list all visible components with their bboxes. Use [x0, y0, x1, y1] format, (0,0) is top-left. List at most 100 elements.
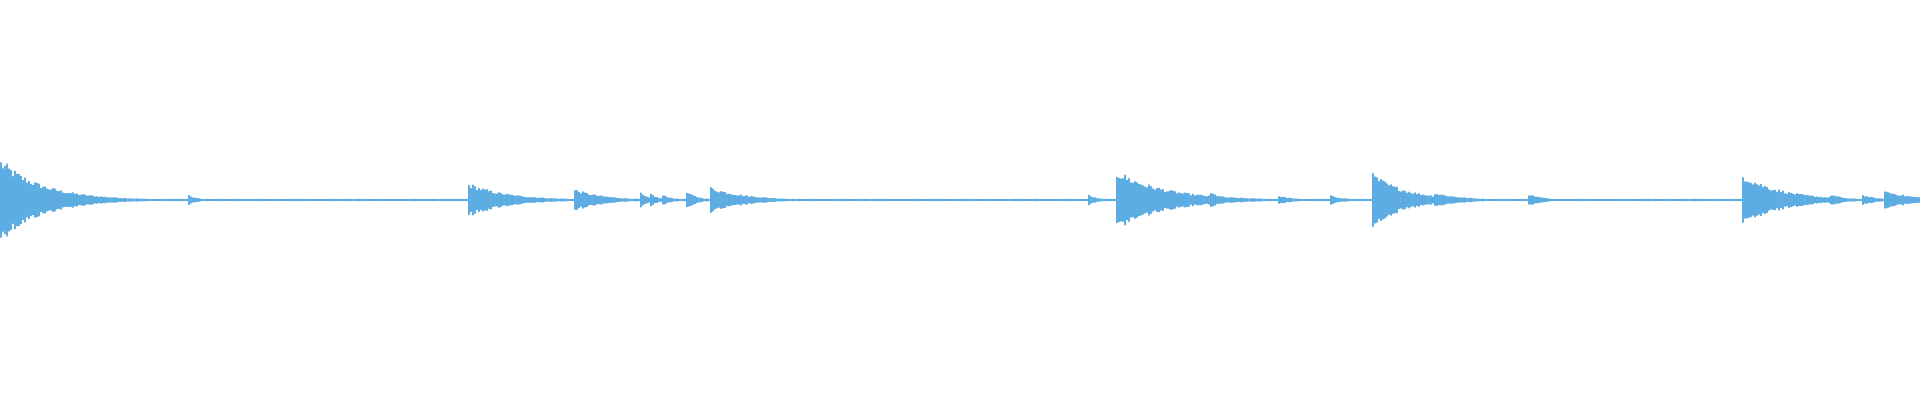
waveform-column: [1308, 199, 1310, 201]
waveform-column: [1064, 198, 1066, 202]
waveform-column: [72, 192, 74, 208]
waveform-column: [934, 198, 936, 202]
waveform-column: [1016, 198, 1018, 202]
waveform-column: [818, 199, 820, 201]
waveform-column: [820, 199, 822, 201]
waveform-column: [320, 199, 322, 201]
waveform-column: [48, 189, 50, 211]
waveform-column: [458, 198, 460, 202]
waveform-column: [674, 198, 676, 202]
waveform-column: [130, 198, 132, 202]
waveform-column: [456, 198, 458, 202]
waveform-column: [384, 198, 386, 202]
waveform-column: [50, 189, 52, 211]
waveform-column: [1248, 198, 1250, 202]
waveform-column: [1600, 198, 1602, 202]
waveform-column: [974, 199, 976, 201]
waveform-column: [1120, 178, 1122, 222]
waveform-column: [376, 198, 378, 202]
waveform-column: [1812, 195, 1814, 205]
waveform-column: [874, 198, 876, 202]
waveform-column: [1608, 199, 1610, 201]
waveform-column: [1592, 199, 1594, 201]
waveform-column: [222, 198, 224, 202]
waveform-column: [1756, 184, 1758, 216]
waveform-column: [374, 198, 376, 202]
waveform-column: [702, 198, 704, 202]
waveform-column: [1688, 199, 1690, 201]
waveform-column: [802, 199, 804, 201]
waveform-column: [534, 197, 536, 203]
waveform-column: [682, 199, 684, 201]
waveform-column: [1004, 199, 1006, 201]
waveform-column: [876, 198, 878, 202]
waveform-column: [660, 198, 662, 202]
waveform-column: [1552, 198, 1554, 202]
waveform-column: [282, 199, 284, 201]
waveform-column: [872, 198, 874, 202]
waveform-column: [152, 198, 154, 202]
waveform-column: [754, 196, 756, 204]
waveform-column: [1134, 181, 1136, 219]
waveform-column: [1782, 190, 1784, 210]
waveform-column: [404, 199, 406, 201]
waveform-column: [1596, 199, 1598, 201]
waveform-column: [408, 198, 410, 202]
waveform-column: [448, 198, 450, 202]
waveform-column: [1186, 192, 1188, 208]
waveform-column: [78, 194, 80, 206]
waveform-column: [1666, 198, 1668, 202]
waveform-column: [114, 197, 116, 203]
waveform-column: [1426, 195, 1428, 205]
waveform-column: [1588, 199, 1590, 201]
waveform-column: [856, 198, 858, 202]
waveform-column: [1532, 195, 1534, 205]
waveform-column: [570, 199, 572, 201]
waveform-column: [58, 191, 60, 209]
waveform-column: [626, 198, 628, 202]
waveform-column: [952, 199, 954, 201]
waveform-column: [634, 198, 636, 202]
waveform-column: [954, 199, 956, 201]
waveform-column: [296, 198, 298, 202]
waveform-column: [1230, 197, 1232, 203]
waveform-column: [1298, 198, 1300, 202]
waveform-column: [470, 188, 472, 212]
waveform-column: [472, 184, 474, 216]
waveform-column: [1640, 198, 1642, 202]
waveform-column: [64, 193, 66, 207]
waveform-column: [1056, 198, 1058, 202]
waveform-column: [18, 173, 20, 227]
waveform-column: [1846, 198, 1848, 202]
waveform-column: [1222, 196, 1224, 204]
waveform-column: [832, 198, 834, 202]
waveform-column: [474, 186, 476, 214]
waveform-column: [162, 198, 164, 202]
waveform-column: [814, 198, 816, 202]
waveform-column: [1476, 198, 1478, 202]
waveform-column: [256, 198, 258, 202]
waveform-column: [1096, 198, 1098, 202]
waveform-column: [1860, 198, 1862, 202]
waveform-column: [928, 198, 930, 202]
waveform-column: [1826, 197, 1828, 203]
waveform-column: [446, 198, 448, 202]
waveform-column: [1436, 194, 1438, 206]
waveform-column: [1088, 194, 1090, 206]
waveform-column: [132, 198, 134, 202]
waveform-column: [774, 198, 776, 202]
waveform-column: [292, 198, 294, 202]
waveform-column: [370, 198, 372, 202]
waveform-column: [930, 198, 932, 202]
waveform-column: [1252, 198, 1254, 202]
waveform-column: [1200, 194, 1202, 206]
waveform-column: [728, 193, 730, 207]
waveform-column: [878, 198, 880, 202]
waveform-column: [1094, 197, 1096, 203]
waveform-column: [300, 198, 302, 202]
waveform-column: [216, 199, 218, 201]
waveform-column: [706, 198, 708, 202]
waveform-column: [1904, 196, 1906, 204]
waveform-column: [426, 199, 428, 201]
waveform-column: [896, 199, 898, 201]
